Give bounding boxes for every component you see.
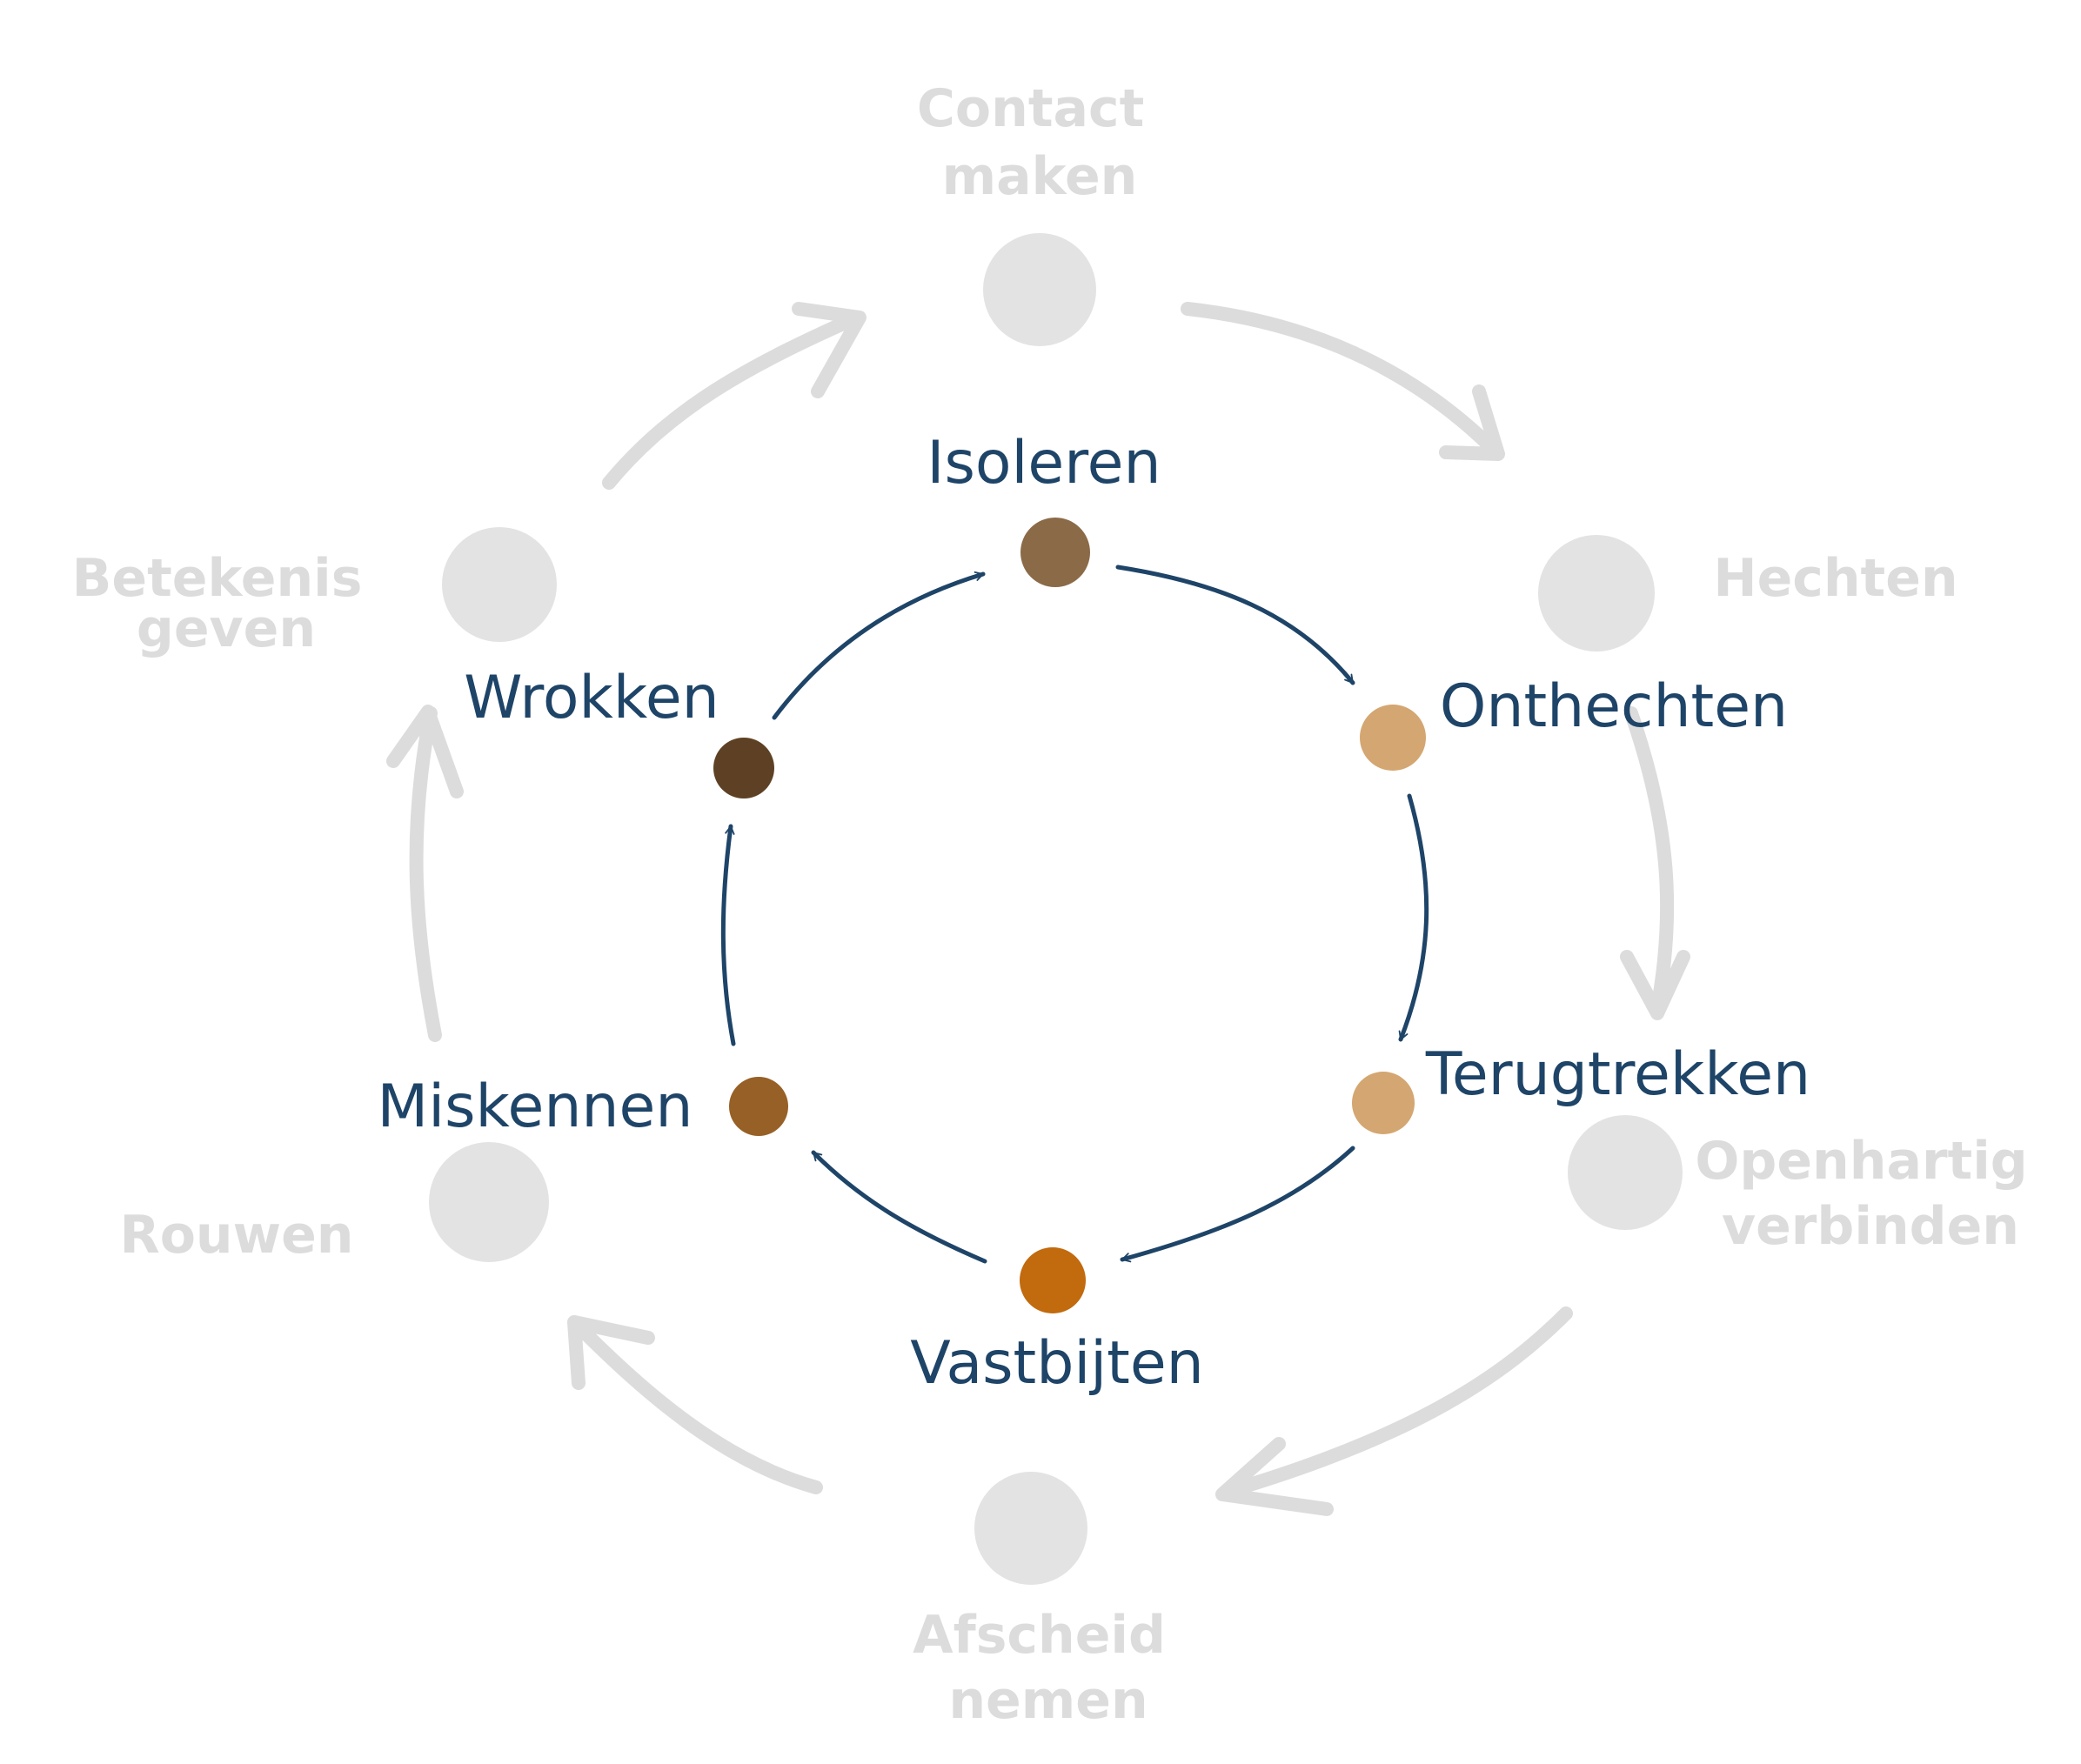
inner-arrow-wrokken-to-isoleren	[772, 571, 986, 720]
outer-dot-afscheid	[974, 1472, 1087, 1585]
inner-label-wrokken: Wrokken	[464, 664, 719, 732]
outer-arrow-rouwen-to-betekenis	[409, 706, 442, 1042]
outer-dot-contact	[983, 233, 1096, 346]
inner-label-vastbijten: Vastbijten	[910, 1329, 1204, 1398]
outer-dot-betekenis	[442, 527, 557, 642]
outer-arrow-afscheid-to-rouwen	[572, 1320, 823, 1494]
inner-dot-terugtrekken	[1352, 1072, 1415, 1134]
outer-dot-rouwen	[429, 1142, 549, 1262]
outer-arrow-hechten-to-openhartig-head	[1620, 950, 1690, 1020]
outer-arrow-betekenis-to-contact	[602, 311, 864, 490]
outer-label-rouwen: Rouwen	[120, 1205, 354, 1266]
outer-arrow-rouwen-to-betekenis-head	[386, 705, 464, 798]
inner-dot-isoleren	[1020, 518, 1090, 587]
inner-arrows	[720, 565, 1429, 1264]
inner-dot-vastbijten	[1020, 1247, 1086, 1313]
outer-label-openhartig: Openhartig verbinden	[1695, 1131, 2045, 1257]
inner-label-onthechten: Onthechten	[1440, 672, 1788, 741]
inner-arrow-miskennen-to-wrokken	[720, 824, 736, 1046]
outer-arrow-betekenis-to-contact-head	[792, 302, 867, 398]
outer-arrow-hechten-to-openhartig	[1624, 706, 1675, 1016]
outer-arrow-openhartig-to-afscheid	[1220, 1306, 1573, 1499]
outer-arrow-openhartig-to-afscheid-head	[1215, 1437, 1334, 1516]
inner-dots	[713, 518, 1426, 1313]
inner-dot-miskennen	[729, 1077, 788, 1136]
outer-label-afscheid: Afscheid nemen	[913, 1605, 1184, 1731]
inner-arrow-onthechten-to-terugtrekken	[1398, 793, 1429, 1042]
outer-dot-hechten	[1538, 535, 1655, 651]
outer-arrow-afscheid-to-rouwen-head	[567, 1315, 655, 1390]
outer-arrow-contact-to-hechten-head	[1439, 384, 1505, 461]
inner-label-miskennen: Miskennen	[378, 1072, 693, 1141]
outer-label-contact: Contact maken	[917, 78, 1162, 207]
inner-arrow-vastbijten-to-miskennen	[811, 1150, 987, 1264]
inner-label-terugtrekken: Terugtrekken	[1425, 1040, 1810, 1109]
outer-arrows	[386, 302, 1690, 1516]
outer-dots	[429, 233, 1683, 1585]
inner-labels: Isoleren Onthechten Terugtrekken Vastbij…	[378, 429, 1811, 1398]
outer-dot-openhartig	[1568, 1115, 1683, 1230]
outer-label-betekenis: Betekenis geven	[72, 548, 381, 659]
inner-arrow-terugtrekken-to-vastbijten	[1120, 1146, 1355, 1263]
inner-arrow-isoleren-to-onthechten	[1115, 565, 1355, 685]
outer-labels: Contact maken Hechten Openhartig verbind…	[72, 78, 2045, 1731]
inner-dot-wrokken	[713, 738, 774, 798]
outer-arrow-contact-to-hechten	[1181, 302, 1503, 459]
outer-label-hechten: Hechten	[1713, 548, 1957, 609]
inner-dot-onthechten	[1360, 705, 1426, 771]
inner-label-isoleren: Isoleren	[927, 429, 1161, 498]
